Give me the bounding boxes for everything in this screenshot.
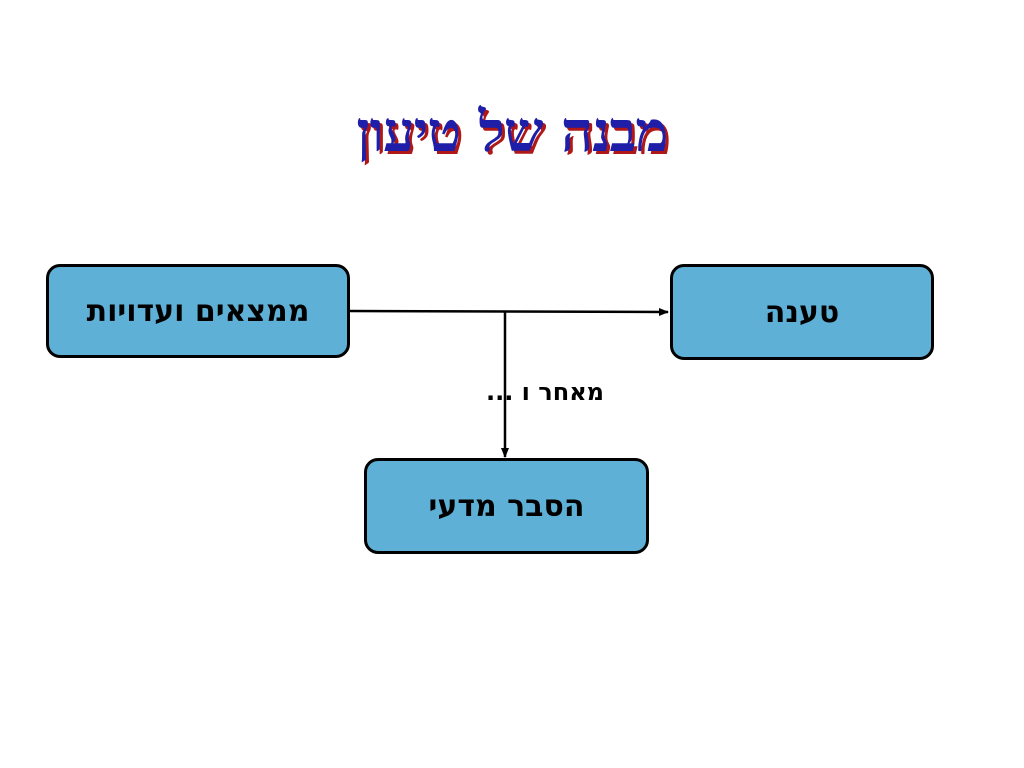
connector-label: מאחר ו ... (485, 378, 605, 406)
node-claim: טענה (670, 264, 934, 360)
arrow-evidence-to-claim (349, 307, 669, 316)
slide-title: מבנה של טיעון (356, 99, 668, 165)
node-explanation: הסבר מדעי (364, 458, 649, 554)
node-evidence: ממצאים ועדויות (46, 264, 350, 358)
